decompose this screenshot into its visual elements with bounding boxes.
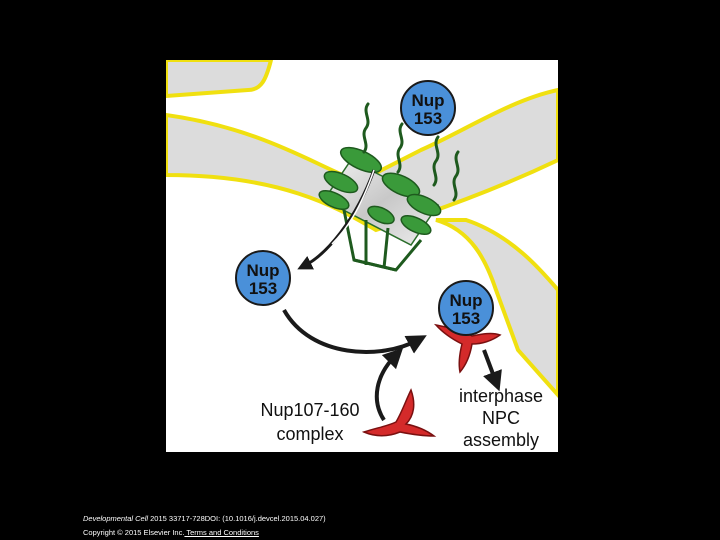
outcome-label-line2: NPC	[482, 408, 520, 428]
nup153-badge-left: Nup 153	[235, 250, 291, 306]
diagram-figure: Nup 153 Nup 153 Nup 153 Nup107-160 compl…	[166, 60, 558, 452]
nuclear-pore-complex	[318, 146, 442, 246]
nuclear-membrane-top	[166, 60, 274, 99]
complex-join-arrow	[374, 347, 404, 422]
copyright-text: Copyright © 2015 Elsevier Inc.	[83, 528, 185, 537]
recycle-arrow	[282, 309, 427, 354]
assembly-arrow	[482, 349, 502, 392]
nup153-badge-left-line1: Nup	[246, 261, 279, 280]
outcome-label-line3: assembly	[463, 430, 539, 450]
nup153-badge-top-line1: Nup	[411, 91, 444, 110]
complex-label-line1: Nup107-160	[260, 400, 359, 420]
nup107-160-complex-free	[361, 388, 437, 437]
copyright-line: Copyright © 2015 Elsevier Inc. Terms and…	[83, 528, 259, 537]
nup107-160-complex-bound	[433, 323, 502, 374]
fg-repeat-filaments	[362, 102, 460, 202]
citation-details: 2015 33717-728DOI: (10.1016/j.devcel.201…	[148, 514, 326, 523]
nup153-badge-right-line1: Nup	[449, 291, 482, 310]
outcome-label-line1: interphase	[459, 386, 543, 406]
terms-and-conditions-link[interactable]: Terms and Conditions	[184, 528, 259, 537]
journal-name: Developmental Cell	[83, 514, 149, 523]
export-arrow-highlight	[331, 169, 375, 245]
nuclear-envelope	[166, 87, 558, 233]
nup153-badge-top: Nup 153	[400, 80, 456, 136]
nup153-badge-right-line2: 153	[452, 309, 480, 328]
nuclear-envelope-lower	[435, 218, 558, 399]
nup153-badge-top-line2: 153	[414, 109, 442, 128]
nup153-badge-left-line2: 153	[249, 279, 277, 298]
nuclear-basket	[342, 209, 423, 272]
citation-line: Developmental Cell 2015 33717-728DOI: (1…	[83, 514, 326, 523]
complex-label-line2: complex	[276, 424, 343, 444]
nup153-badge-right: Nup 153	[438, 280, 494, 336]
